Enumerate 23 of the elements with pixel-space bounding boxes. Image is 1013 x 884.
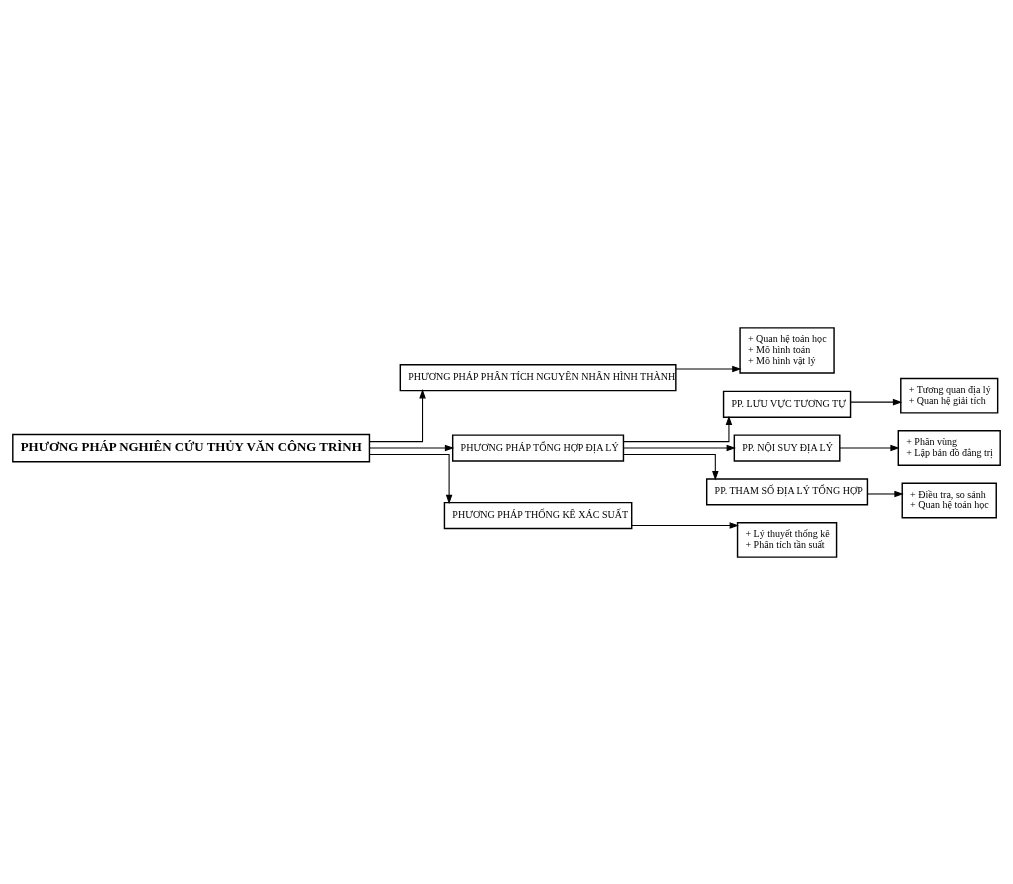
- node-box: + Điều tra, so sánh + Quan hệ toán học: [901, 482, 997, 518]
- arrow: [850, 398, 903, 405]
- arrow: [623, 444, 736, 451]
- arrow: [631, 521, 739, 529]
- arrow: [839, 444, 900, 451]
- node-box: PHƯƠNG PHÁP NGHIÊN CỨU THỦY VĂN CÔNG TRÌNH: [12, 433, 371, 462]
- node-box: + Tương quan địa lý + Quan hệ giải tích: [900, 377, 999, 414]
- node-box: PP. NỘI SUY ĐỊA LÝ: [733, 433, 841, 462]
- node-box: PHƯƠNG PHÁP THỐNG KÊ XÁC SUẤT: [443, 501, 633, 529]
- arrow: [623, 415, 733, 442]
- arrow: [623, 453, 719, 480]
- node-box: PHƯƠNG PHÁP PHÂN TÍCH NGUYÊN NHÂN HÌNH THÀNH: [399, 363, 677, 391]
- arrow: [369, 444, 455, 451]
- arrow: [368, 388, 426, 442]
- node-box: PHƯƠNG PHÁP TỔNG HỢP ĐỊA LÝ: [451, 433, 625, 462]
- node-box: + Quan hệ toán học + Mô hình toán + Mô hình vật lý: [739, 326, 835, 374]
- node-box: PP. LƯU VỰC TƯƠNG TỰ: [722, 390, 852, 418]
- node-box: + Phân vùng + Lập bản đồ đẳng trị: [897, 429, 1001, 466]
- arrow: [866, 490, 904, 497]
- arrow: [369, 453, 453, 504]
- arrow: [675, 365, 742, 372]
- node-box: PP. THAM SỐ ĐỊA LÝ TỔNG HỢP: [706, 477, 869, 505]
- node-box: + Lý thuyết thống kê + Phân tích tần suất: [736, 521, 838, 558]
